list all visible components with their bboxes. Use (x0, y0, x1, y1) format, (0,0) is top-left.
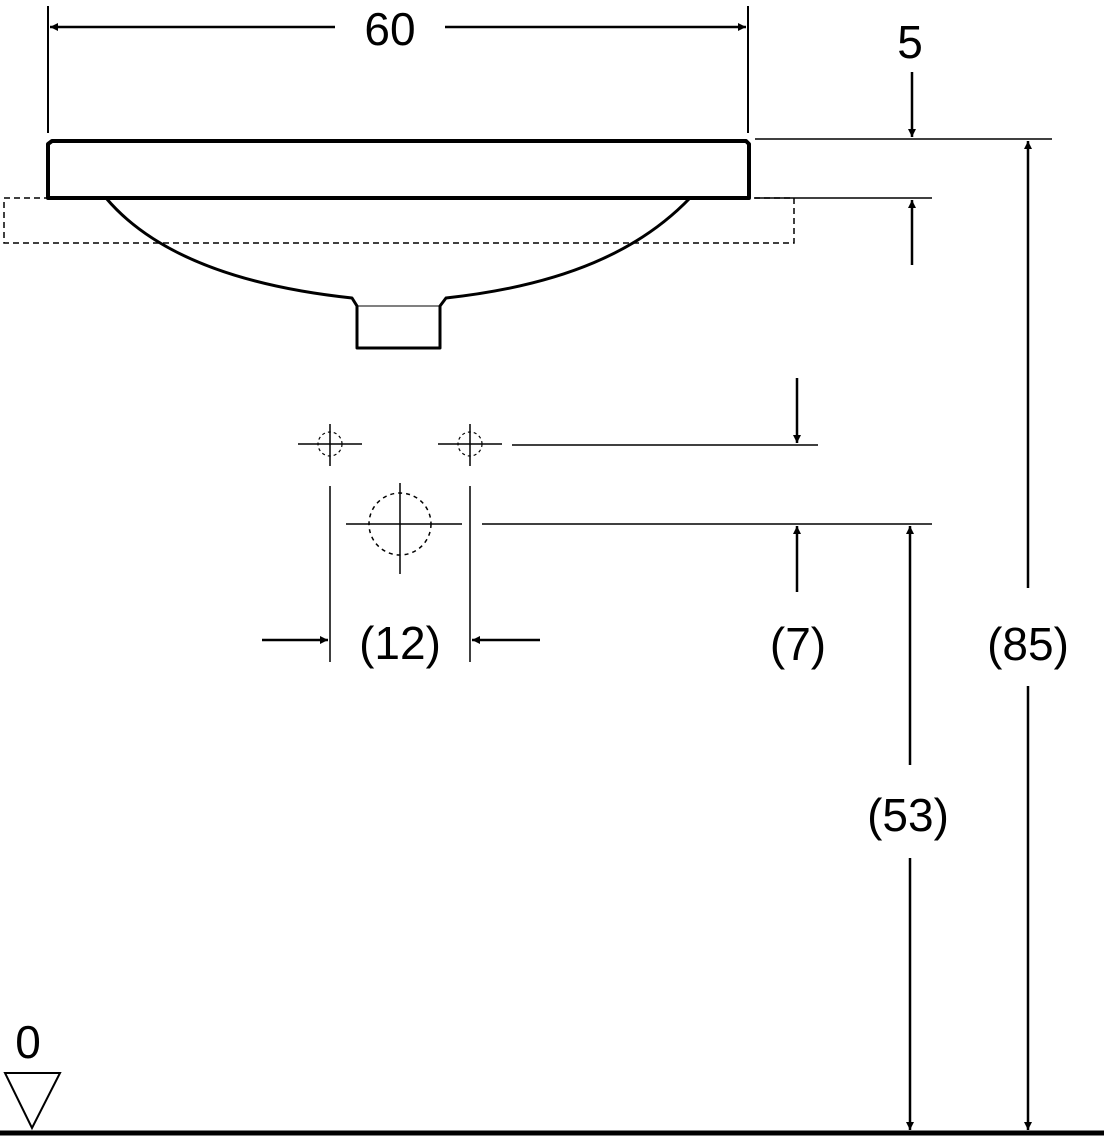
tap-hole-left (298, 424, 362, 466)
washbasin (3, 139, 795, 350)
tap-hole-spacing-label: (12) (359, 617, 441, 669)
total-height-label: (85) (987, 618, 1069, 670)
tap-hole-height-dimension: (53) (867, 526, 949, 1130)
basin-rim (46, 139, 751, 200)
tap-holes (298, 424, 502, 574)
countertop-outline (3, 197, 795, 244)
basin-bowl (104, 196, 692, 350)
width-label: 60 (364, 3, 415, 55)
rim-thickness-dimension: 5 (755, 16, 1052, 265)
tap-hole-center (346, 483, 462, 574)
level-marker-icon (3, 1072, 62, 1131)
tap-hole-offset-dimension: (7) (482, 378, 932, 670)
total-height-dimension: (85) (987, 141, 1069, 1130)
tap-hole-height-label: (53) (867, 789, 949, 841)
tap-hole-spacing-dimension: (12) (262, 486, 540, 669)
tap-hole-right (438, 424, 502, 466)
floor-level-label: 0 (15, 1016, 41, 1068)
floor-level: 0 (0, 1016, 1104, 1136)
width-dimension: 60 (47, 3, 749, 133)
rim-thickness-label: 5 (897, 16, 923, 68)
tap-hole-offset-label: (7) (770, 618, 826, 670)
